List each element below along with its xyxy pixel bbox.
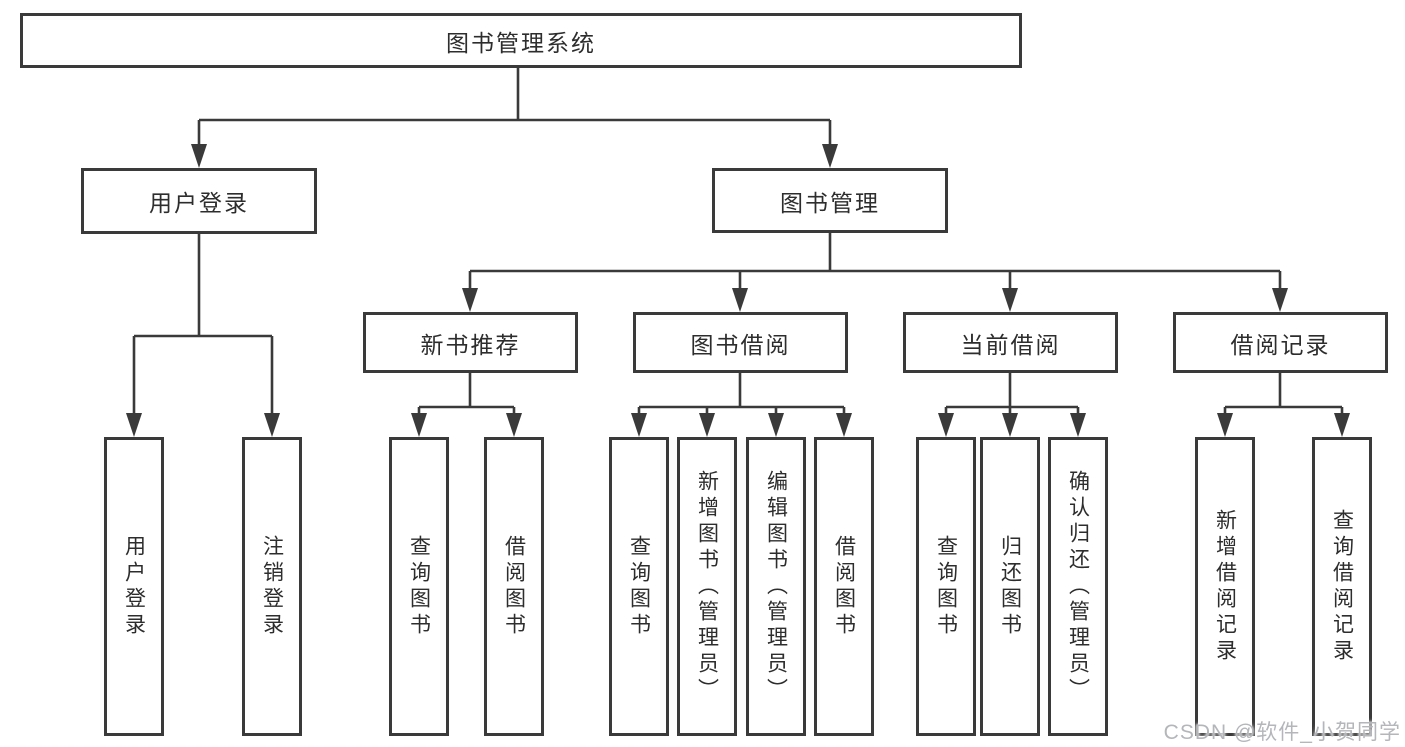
leaf-user-login-label: 用户登录	[122, 534, 146, 639]
leaf-user-login: 用户登录	[104, 437, 164, 736]
leaf-query-book-current-label: 查询图书	[934, 534, 958, 639]
node-new-book-recommend: 新书推荐	[363, 312, 578, 373]
leaf-borrow-book-recommend: 借阅图书	[484, 437, 544, 736]
node-book-management-label: 图书管理	[780, 189, 880, 216]
node-user-login: 用户登录	[81, 168, 317, 234]
node-current-borrowing: 当前借阅	[903, 312, 1118, 373]
leaf-edit-book-admin: 编辑图书（管理员）	[746, 437, 806, 736]
node-user-login-label: 用户登录	[149, 190, 249, 216]
node-borrowing-records: 借阅记录	[1173, 312, 1388, 373]
leaf-query-borrow-record: 查询借阅记录	[1312, 437, 1372, 736]
leaf-borrow-book: 借阅图书	[814, 437, 874, 736]
leaf-query-book-borrow-label: 查询图书	[627, 534, 651, 639]
leaf-add-borrow-record-label: 新增借阅记录	[1213, 508, 1237, 665]
leaf-query-borrow-record-label: 查询借阅记录	[1330, 508, 1354, 665]
node-book-borrowing-label: 图书借阅	[690, 331, 791, 358]
leaf-logout-label: 注销登录	[260, 534, 284, 639]
leaf-return-book: 归还图书	[980, 437, 1040, 736]
node-borrowing-records-label: 借阅记录	[1230, 331, 1331, 358]
leaf-borrow-book-label: 借阅图书	[832, 534, 856, 639]
node-library-system-label: 图书管理系统	[446, 29, 596, 56]
leaf-logout: 注销登录	[242, 437, 302, 736]
leaf-edit-book-admin-label: 编辑图书（管理员）	[764, 469, 788, 704]
leaf-borrow-book-recommend-label: 借阅图书	[502, 534, 526, 639]
leaf-confirm-return-admin-label: 确认归还（管理员）	[1066, 469, 1090, 704]
node-current-borrowing-label: 当前借阅	[960, 331, 1061, 358]
node-book-management: 图书管理	[712, 168, 948, 233]
leaf-add-book-admin-label: 新增图书（管理员）	[695, 469, 719, 704]
leaf-query-book-recommend: 查询图书	[389, 437, 449, 736]
leaf-query-book-recommend-label: 查询图书	[407, 534, 431, 639]
leaf-add-book-admin: 新增图书（管理员）	[677, 437, 737, 736]
node-book-borrowing: 图书借阅	[633, 312, 848, 373]
node-new-book-recommend-label: 新书推荐	[420, 331, 521, 358]
leaf-confirm-return-admin: 确认归还（管理员）	[1048, 437, 1108, 736]
node-library-system: 图书管理系统	[20, 13, 1022, 68]
leaf-return-book-label: 归还图书	[998, 534, 1022, 639]
leaf-query-book-current: 查询图书	[916, 437, 976, 736]
leaf-add-borrow-record: 新增借阅记录	[1195, 437, 1255, 736]
leaf-query-book-borrow: 查询图书	[609, 437, 669, 736]
csdn-watermark: CSDN @软件_小贺同学	[1163, 721, 1401, 744]
